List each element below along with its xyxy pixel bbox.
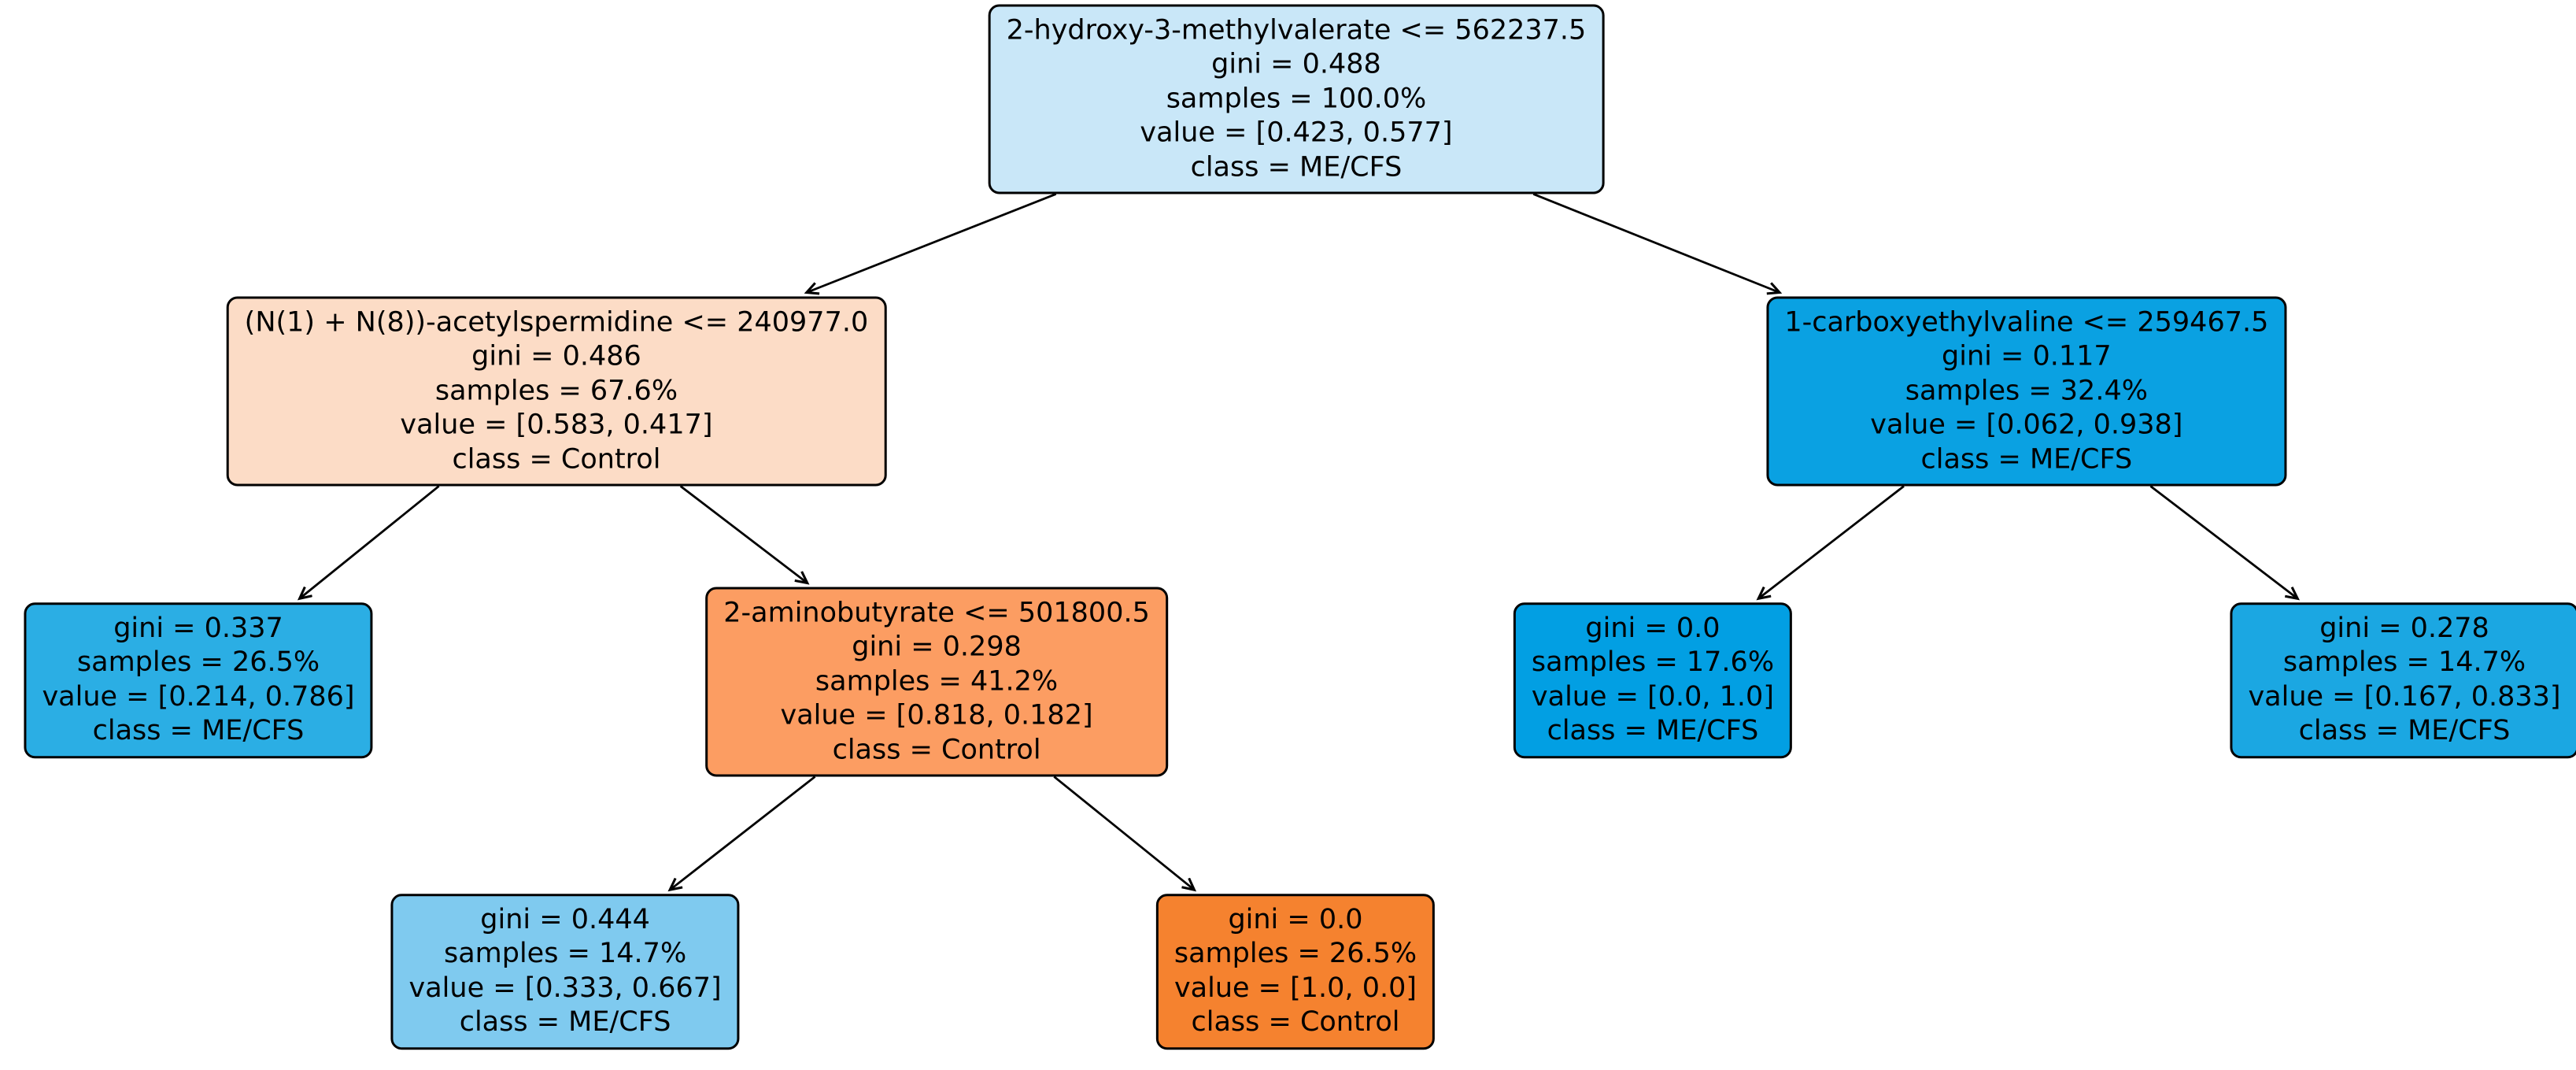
tree-edge-node_r-node_rl: [1758, 485, 1905, 598]
tree-node-right: 1-carboxyethylvaline <= 259467.5 gini = …: [1766, 296, 2287, 487]
tree-edge-node_l-node_lr: [679, 485, 808, 583]
tree-edge-node_lr-node_lrl: [670, 776, 816, 890]
tree-edge-node_r-node_rr: [2149, 485, 2297, 598]
tree-leaf-left-right-right: gini = 0.0 samples = 26.5% value = [1.0,…: [1155, 894, 1436, 1050]
tree-leaf-left-left: gini = 0.337 samples = 26.5% value = [0.…: [24, 602, 373, 758]
tree-node-left-right: 2-aminobutyrate <= 501800.5 gini = 0.298…: [705, 587, 1168, 777]
tree-edge-root-node_r: [1532, 193, 1780, 292]
tree-node-left: (N(1) + N(8))-acetylspermidine <= 240977…: [226, 296, 887, 487]
tree-leaf-left-right-left: gini = 0.444 samples = 14.7% value = [0.…: [390, 894, 740, 1050]
tree-edge-node_lr-node_lrr: [1053, 776, 1194, 890]
tree-edge-root-node_l: [807, 193, 1057, 292]
tree-leaf-right-left: gini = 0.0 samples = 17.6% value = [0.0,…: [1513, 602, 1793, 758]
tree-leaf-right-right: gini = 0.278 samples = 14.7% value = [0.…: [2230, 602, 2576, 758]
tree-edge-node_l-node_ll: [300, 485, 440, 598]
tree-node-root: 2-hydroxy-3-methylvalerate <= 562237.5 g…: [988, 4, 1605, 194]
